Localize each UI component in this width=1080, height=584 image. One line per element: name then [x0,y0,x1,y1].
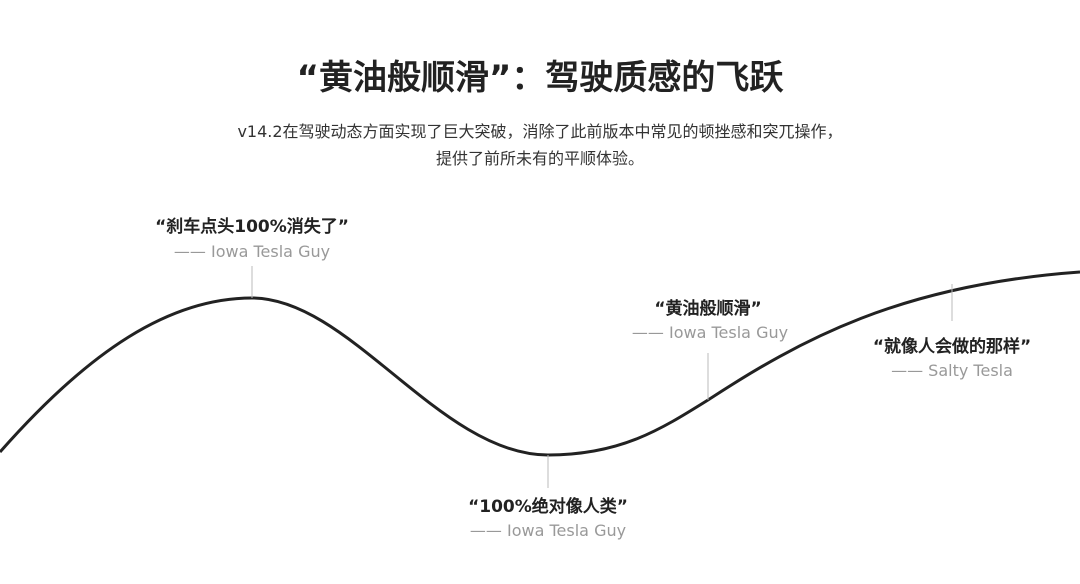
quote-2-author: —— Iowa Tesla Guy [469,521,627,540]
subtitle: v14.2在驾驶动态方面实现了巨大突破，消除了此前版本中常见的顿挫感和突兀操作，… [0,118,1080,172]
subtitle-line-2: 提供了前所未有的平顺体验。 [435,149,644,168]
quote-2: “100%绝对像人类” [468,497,628,517]
quote-4: “就像人会做的那样” [872,337,1032,357]
subtitle-line-1: v14.2在驾驶动态方面实现了巨大突破，消除了此前版本中常见的顿挫感和突兀操作， [237,122,843,141]
quote-4-author: —— Salty Tesla [891,361,1013,380]
page-title: “黄油般顺滑”：驾驶质感的飞跃 [296,58,784,98]
quote-1-author: —— Iowa Tesla Guy [173,242,331,261]
quote-3: “黄油般顺滑” [654,299,762,319]
quote-3-author: —— Iowa Tesla Guy [631,323,789,342]
quote-1: “刹车点头100%消失了” [155,217,349,237]
smooth-curve [0,270,1080,457]
